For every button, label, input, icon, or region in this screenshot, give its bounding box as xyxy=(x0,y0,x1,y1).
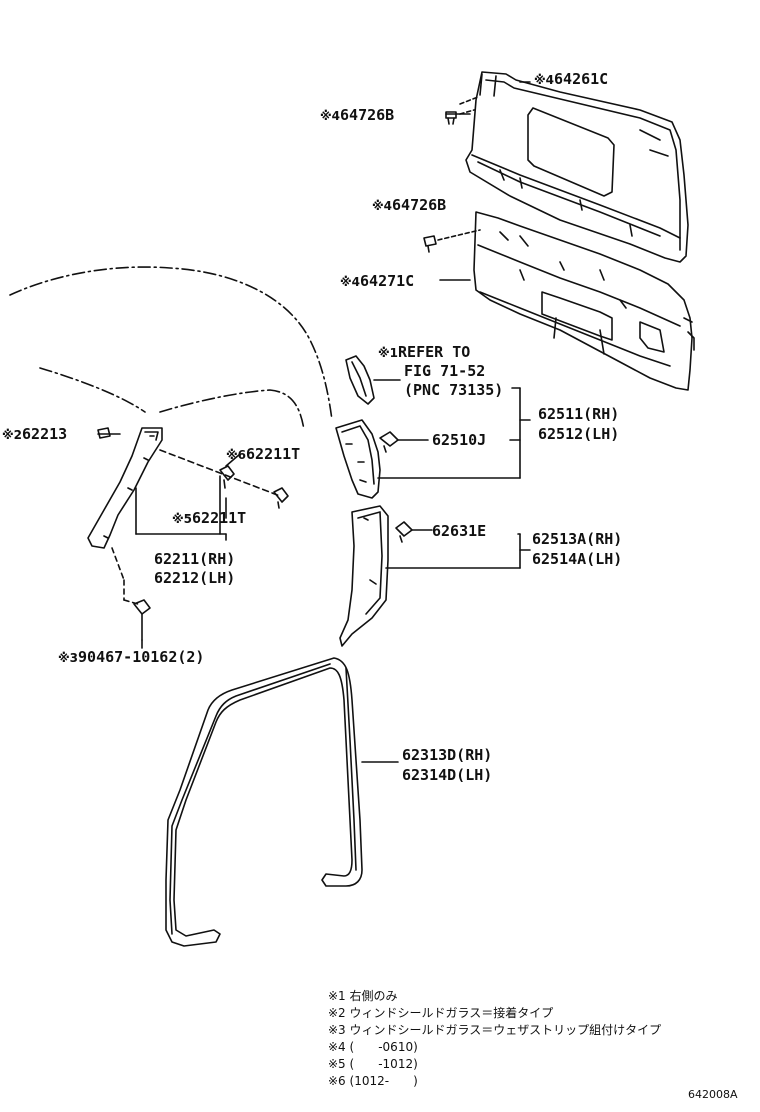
panel-64261c xyxy=(465,71,689,263)
footnote-2: ※2 ウィンドシールドガラス＝接着タイプ xyxy=(328,1006,554,1020)
roof-outline xyxy=(9,266,333,431)
assist-grip xyxy=(345,355,375,405)
clip-62631e xyxy=(395,521,413,543)
garnish-62211 xyxy=(87,427,163,549)
label-62514a: 62514A(LH) xyxy=(532,550,623,568)
clip-62213 xyxy=(97,427,111,439)
weatherstrip-62313d xyxy=(165,657,363,947)
diagram-code: 642008A xyxy=(688,1088,738,1101)
footnote-4: ※4 ( -0610) xyxy=(328,1040,418,1054)
label-90467: ※390467-10162(2) xyxy=(58,648,205,666)
footnote-3: ※3 ウィンドシールドガラス＝ウェザストリップ組付けタイプ xyxy=(328,1023,662,1037)
clip-64726b-mid xyxy=(423,235,437,253)
label-64726b-mid: ※464726B xyxy=(372,196,447,214)
panel-64271c xyxy=(473,211,695,391)
label-62510j: 62510J xyxy=(432,431,487,449)
footnote-5: ※5 ( -1012) xyxy=(328,1057,418,1071)
label-refer-1: ※1REFER TO xyxy=(378,343,471,361)
footnote-6: ※6 (1012- ) xyxy=(328,1074,418,1088)
clip-62211t-6 xyxy=(219,465,235,489)
clip-64726b-top xyxy=(445,111,457,125)
label-62212: 62212(LH) xyxy=(154,569,236,587)
label-62211t-5: ※562211T xyxy=(172,509,247,527)
label-64261c: ※464261C xyxy=(534,70,609,88)
clip-62211t-5 xyxy=(273,487,289,509)
label-62211t-6: ※662211T xyxy=(226,445,301,463)
footnote-1: ※1 右側のみ xyxy=(328,989,398,1003)
label-64271c: ※464271C xyxy=(340,272,415,290)
label-62313d: 62313D(RH) xyxy=(402,746,493,764)
label-62213: ※262213 xyxy=(2,425,68,443)
label-62211: 62211(RH) xyxy=(154,550,236,568)
garnish-62513a xyxy=(339,505,389,647)
label-62314d: 62314D(LH) xyxy=(402,766,493,784)
label-64726b-top: ※464726B xyxy=(320,106,395,124)
label-62631e: 62631E xyxy=(432,522,487,540)
label-refer-2: FIG 71-52 xyxy=(404,362,486,380)
clip-90467 xyxy=(133,599,151,641)
garnish-62511 xyxy=(335,419,381,499)
label-62512: 62512(LH) xyxy=(538,425,620,443)
label-refer-3: (PNC 73135) xyxy=(404,381,504,399)
label-62513a: 62513A(RH) xyxy=(532,530,623,548)
label-62511: 62511(RH) xyxy=(538,405,620,423)
clip-62510j xyxy=(379,431,399,453)
